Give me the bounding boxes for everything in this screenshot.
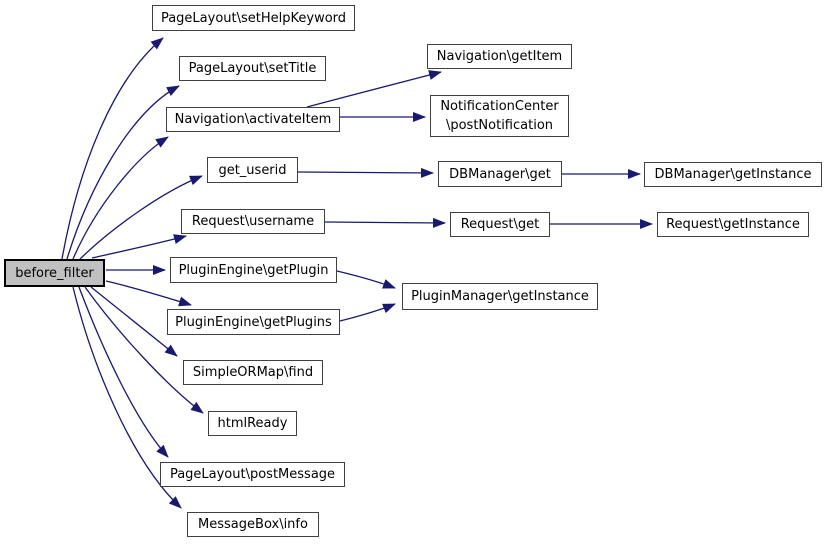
node-pluginengine-getplugins[interactable]: PluginEngine\getPlugins (167, 309, 340, 335)
node-dbmanager-get[interactable]: DBManager\get (438, 161, 562, 187)
edge-before-filter-to-getuserid (79, 175, 203, 260)
edge-before-filter-to-requestusername (91, 234, 187, 259)
node-pluginmanager-getinstance[interactable]: PluginManager\getInstance (402, 283, 598, 310)
edge-before-filter-to-messageboxinfo (72, 286, 182, 509)
node-htmlready[interactable]: htmlReady (208, 411, 297, 436)
node-get-userid[interactable]: get_userid (207, 157, 298, 183)
edge-activateitem-to-getitem (306, 70, 442, 108)
node-pagelayout-postmessage[interactable]: PageLayout\postMessage (160, 462, 345, 487)
node-notificationcenter-postnotification[interactable]: NotificationCenter \postNotification (430, 95, 569, 137)
node-pagelayout-settitle[interactable]: PageLayout\setTitle (179, 56, 326, 81)
edge-getplugin-to-pluginmanagergetinstance (336, 270, 396, 289)
node-navigation-getitem[interactable]: Navigation\getItem (427, 44, 572, 69)
edge-before-filter-to-htmlready (84, 286, 204, 414)
node-request-get[interactable]: Request\get (450, 212, 550, 237)
edge-before-filter-to-activateitem (72, 136, 169, 260)
node-request-getinstance[interactable]: Request\getInstance (657, 212, 809, 237)
node-navigation-activateitem[interactable]: Navigation\activateItem (166, 107, 340, 132)
node-dbmanager-getinstance[interactable]: DBManager\getInstance (644, 162, 822, 187)
node-pagelayout-sethelpkeyword[interactable]: PageLayout\setHelpKeyword (152, 5, 355, 31)
edge-before-filter-to-settitle (66, 85, 180, 260)
edge-before-filter-to-simpleormapfind (90, 286, 178, 357)
node-pluginengine-getplugin[interactable]: PluginEngine\getPlugin (170, 257, 337, 283)
edge-requestusername-to-requestget (324, 217, 446, 228)
edge-getplugins-to-pluginmanagergetinstance (339, 303, 396, 322)
node-messagebox-info[interactable]: MessageBox\info (187, 512, 319, 537)
edge-getuserid-to-dbmanagerget (297, 167, 434, 178)
node-simpleormap-find[interactable]: SimpleORMap\find (183, 360, 323, 385)
edge-before-filter-to-getplugins (105, 280, 192, 307)
edge-before-filter-to-sethelpkeyword (61, 37, 164, 260)
node-before-filter: before_filter (4, 259, 105, 287)
edge-before-filter-to-postmessage (78, 286, 169, 458)
node-request-username[interactable]: Request\username (181, 209, 325, 234)
